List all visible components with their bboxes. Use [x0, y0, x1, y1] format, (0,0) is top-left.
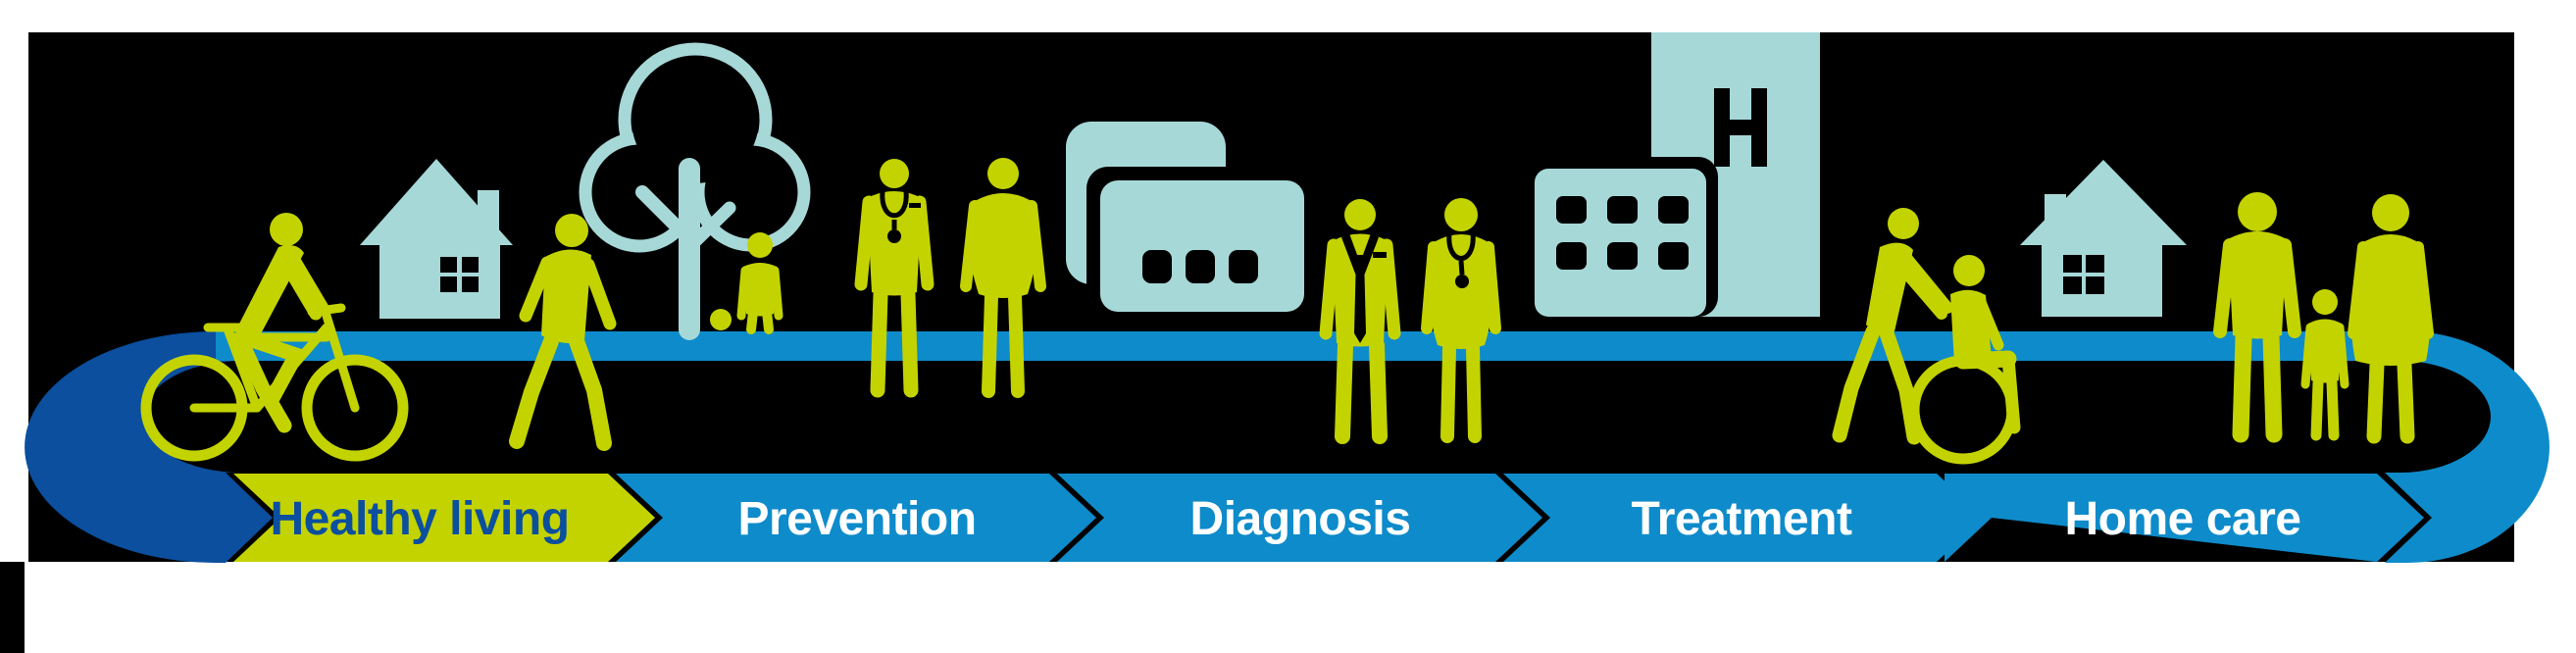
nurse-stethoscope-icon: [1421, 198, 1501, 443]
white-left-strip: [0, 32, 28, 562]
hospital-h-letter: [1714, 88, 1767, 167]
house-body: [379, 245, 500, 319]
family-woman: [2348, 194, 2434, 444]
banner-treatment: [1503, 474, 1984, 562]
label-diagnosis: Diagnosis: [1190, 493, 1411, 545]
banner-healthy-living: [233, 474, 655, 562]
house-roof: [360, 159, 513, 245]
cyclist-rider: [233, 213, 330, 433]
loop-right-curve: [2385, 331, 2550, 563]
doctor-stethoscope-icon: [854, 159, 934, 398]
white-right-strip: [2514, 0, 2576, 653]
label-prevention: Prevention: [737, 493, 976, 545]
family-icon: [2213, 192, 2434, 444]
house-icon: [360, 159, 513, 319]
banner-home-care: [1945, 474, 2424, 562]
badge-line: [909, 203, 921, 208]
house-window: [440, 257, 479, 292]
child-with-ball-icon: [710, 232, 783, 334]
loop-left-curve: [25, 331, 273, 563]
walking-person-icon: [509, 214, 617, 451]
white-top-strip: [0, 0, 2576, 32]
medical-device-icon: [1066, 122, 1316, 312]
suit-collar-tie: [1341, 233, 1387, 343]
tree-icon: [579, 42, 811, 340]
banner-diagnosis: [1057, 474, 1542, 562]
white-bottom-strip: [25, 562, 2576, 653]
label-healthy-living: Healthy living: [270, 493, 569, 545]
second-house-icon: [2020, 160, 2187, 317]
banner-prevention: [616, 474, 1096, 562]
label-treatment: Treatment: [1632, 493, 1852, 545]
family-man: [2213, 192, 2301, 443]
device-panel-front: [1100, 180, 1304, 312]
hospital-windows: [1556, 196, 1689, 270]
woman-icon: [960, 158, 1046, 398]
house2-window: [2063, 255, 2104, 294]
bike-front-wheel: [301, 354, 409, 462]
doctor-suit-icon: [1319, 199, 1401, 444]
stethoscope: [1446, 232, 1476, 288]
label-home-care: Home care: [2065, 493, 2301, 545]
device-buttons: [1142, 250, 1258, 283]
hospital-icon: [1523, 32, 1820, 317]
caregiver-icon: [1832, 208, 1953, 445]
house2-roof: [2020, 160, 2187, 245]
stage-banners: Healthy living Prevention Diagnosis Trea…: [233, 474, 2424, 562]
ball: [710, 309, 732, 330]
wheelchair-person-icon: [1908, 255, 2021, 465]
cyclist-icon: [140, 213, 409, 462]
stethoscope: [880, 190, 909, 243]
family-child: [2300, 289, 2349, 441]
